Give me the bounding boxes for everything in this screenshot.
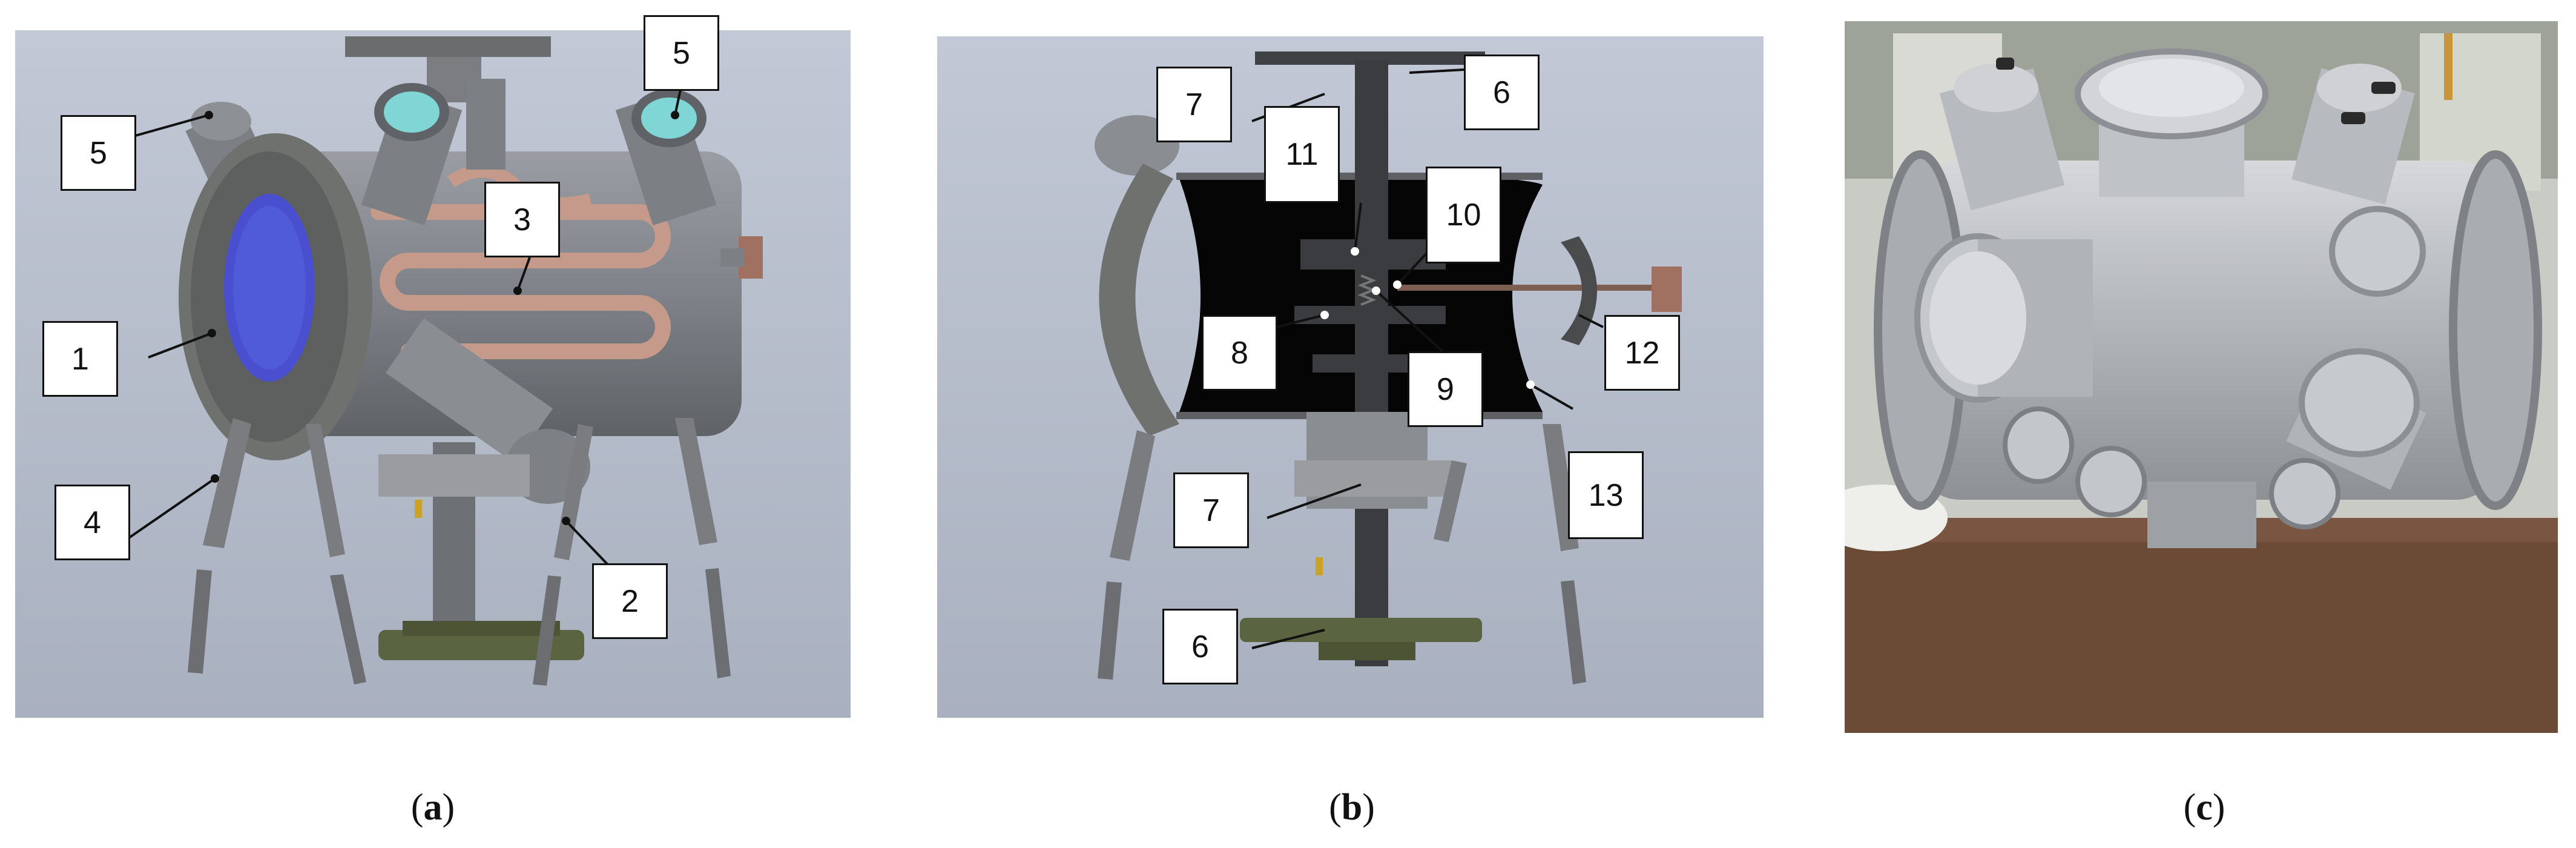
chamber-photo-c (1845, 21, 2558, 733)
caption-a-open: ( (410, 787, 424, 828)
callout-b-6-bottom: 6 (1162, 609, 1238, 684)
caption-a: (a) (372, 786, 493, 829)
callout-b-6-top: 6 (1464, 55, 1540, 130)
caption-b-open: ( (1329, 787, 1342, 828)
panel-b-cad-section (937, 36, 1764, 718)
callout-a-1: 1 (42, 321, 118, 397)
chamber-render-a (15, 30, 851, 718)
panel-c-photo (1845, 21, 2558, 733)
callout-a-5-right: 5 (644, 15, 719, 91)
callout-b-10: 10 (1426, 167, 1501, 263)
caption-b-letter: b (1341, 787, 1363, 828)
callout-b-8: 8 (1202, 315, 1277, 391)
caption-b: (b) (1291, 786, 1412, 829)
caption-a-close: ) (442, 787, 455, 828)
callout-b-11: 11 (1264, 106, 1340, 203)
caption-c-close: ) (2212, 787, 2225, 828)
callout-b-12: 12 (1604, 315, 1680, 391)
callout-b-9: 9 (1408, 351, 1483, 427)
callout-b-7-top: 7 (1156, 67, 1232, 142)
caption-b-close: ) (1362, 787, 1375, 828)
callout-a-4: 4 (54, 485, 130, 560)
caption-c-open: ( (2183, 787, 2196, 828)
caption-c: (c) (2144, 786, 2265, 829)
chamber-section-b (937, 36, 1764, 718)
callout-b-7-bottom: 7 (1173, 472, 1249, 548)
callout-a-3: 3 (484, 182, 560, 257)
caption-a-letter: a (423, 787, 443, 828)
callout-a-5-left: 5 (61, 115, 136, 191)
callout-a-2: 2 (592, 563, 668, 639)
panel-a-cad-render (15, 30, 851, 718)
caption-c-letter: c (2196, 787, 2213, 828)
callout-b-13: 13 (1568, 451, 1644, 539)
